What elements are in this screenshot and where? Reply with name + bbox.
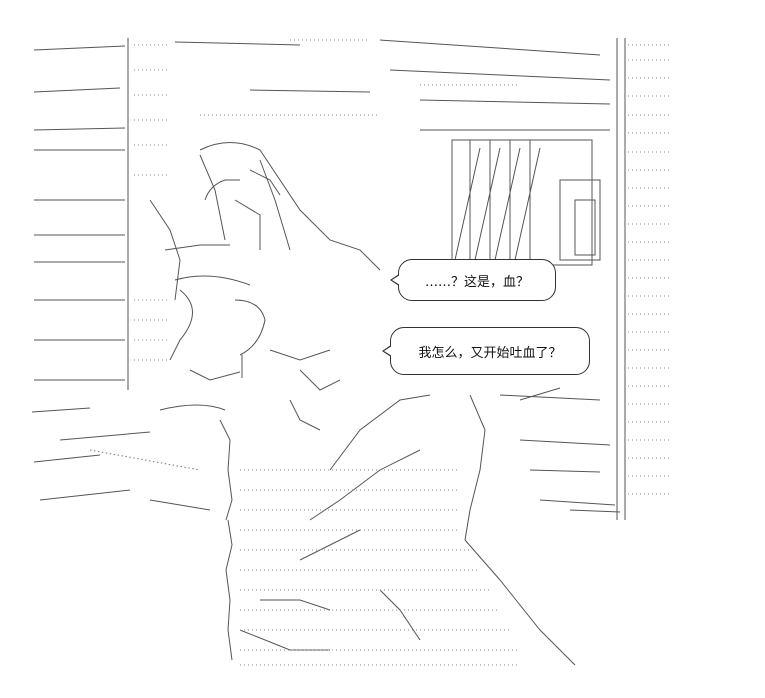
right-wall-lines [616,38,670,520]
motion-lines [31,387,621,513]
speech-bubble-2: 我怎么，又开始吐血了？ [390,327,590,375]
left-wall-lines [33,38,170,390]
speech-bubble-1-text: ……？这是，血？ [424,274,529,290]
speech-bubble-2-text: 我怎么，又开始吐血了？ [418,345,562,361]
character-figure [149,142,381,411]
speech-bubble-1: ……？这是，血？ [398,259,556,301]
ceiling-lines [174,39,611,131]
robe-lines [219,394,576,666]
lattice-window [451,139,601,266]
